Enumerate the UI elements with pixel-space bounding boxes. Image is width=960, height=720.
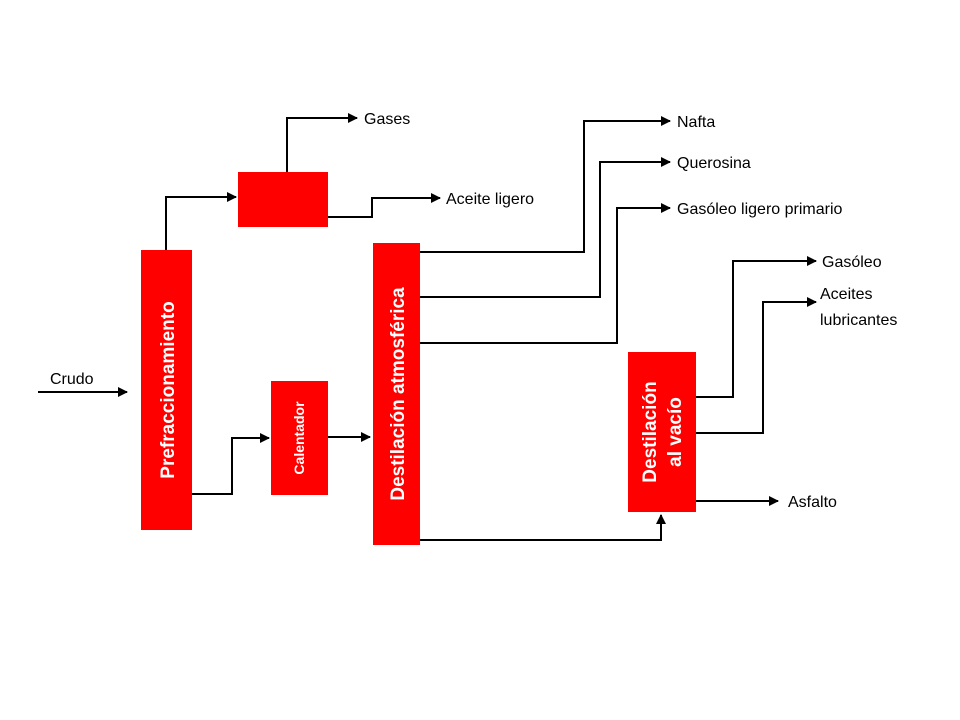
querosina-arrow <box>420 157 671 298</box>
atm-to-vacio-arrow <box>420 514 666 541</box>
destilacion-atmosferica-box <box>373 243 420 545</box>
calentador-box <box>271 381 328 495</box>
aceite-ligero-label: Aceite ligero <box>446 191 534 208</box>
destilacion-atmosferica-label: Destilación atmosférica <box>388 287 409 501</box>
aceites-label-line1: Aceites <box>820 286 872 303</box>
separator-box <box>238 172 328 227</box>
calentador-label: Calentador <box>291 401 307 475</box>
prefracc-to-separator-arrow <box>165 192 237 250</box>
querosina-label: Querosina <box>677 155 751 172</box>
crudo-label: Crudo <box>50 371 94 388</box>
prefraccionamiento-box <box>141 250 192 530</box>
aceite-ligero-arrow <box>328 193 441 218</box>
gasoleo-label: Gasóleo <box>822 254 882 271</box>
gases-label: Gases <box>364 111 410 128</box>
asfalto-label: Asfalto <box>788 494 837 511</box>
gasoleo-ligero-arrow <box>420 203 671 344</box>
aceites-lubricantes-arrow <box>696 297 817 434</box>
gasoleo-arrow <box>696 256 817 398</box>
destilacion-vacio-label-line2: al vacío <box>665 397 686 467</box>
gasoleo-ligero-primario-label: Gasóleo ligero primario <box>677 201 843 218</box>
aceites-label-line2: lubricantes <box>820 312 897 329</box>
nafta-label: Nafta <box>677 114 715 131</box>
gases-arrow <box>286 113 358 172</box>
nafta-arrow <box>420 116 671 253</box>
prefracc-to-calentador-arrow <box>192 433 270 495</box>
destilacion-vacio-label-line1: Destilación <box>640 381 661 482</box>
prefraccionamiento-label: Prefraccionamiento <box>158 301 179 478</box>
destilacion-vacio-box <box>628 352 696 512</box>
